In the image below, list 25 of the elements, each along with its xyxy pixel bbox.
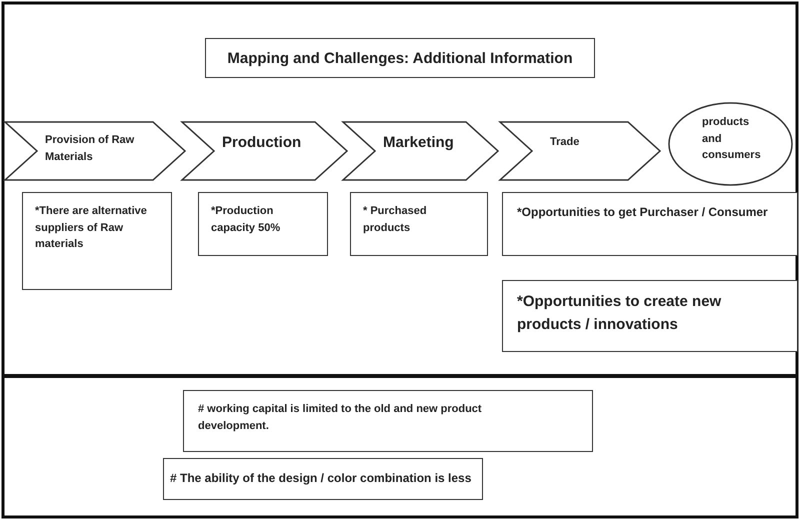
chevron-step xyxy=(182,122,347,180)
note-box xyxy=(350,192,488,256)
note-box xyxy=(183,390,593,452)
node-text: *Production capacity 50% xyxy=(211,204,282,236)
node-text: # working capital is limited to the old and new product development. xyxy=(198,402,483,434)
node-text: *Opportunities to create new products / innovations xyxy=(517,292,722,334)
node-text: Production xyxy=(222,133,302,153)
note-box xyxy=(198,192,328,256)
chevron-step xyxy=(500,122,660,180)
ellipse-node xyxy=(668,102,793,186)
note-box xyxy=(22,192,172,290)
node-text: Marketing xyxy=(383,133,455,153)
node-text: * Purchased products xyxy=(363,204,428,236)
node-text: *There are alternative suppliers of Raw materials xyxy=(35,204,148,252)
node-text: Provision of Raw Materials xyxy=(45,133,136,164)
node-text: products and consumers xyxy=(702,115,762,163)
node-text: Trade xyxy=(550,135,580,150)
title-box: Mapping and Challenges: Additional Information xyxy=(205,38,595,78)
node-text: *Opportunities to get Purchaser / Consumer xyxy=(517,204,769,221)
note-box xyxy=(502,280,798,352)
chevron-step xyxy=(5,122,185,180)
note-box xyxy=(163,458,483,500)
chevron-step xyxy=(343,122,498,180)
note-box xyxy=(502,192,798,256)
node-text: # The ability of the design / color combination is less xyxy=(170,470,472,487)
